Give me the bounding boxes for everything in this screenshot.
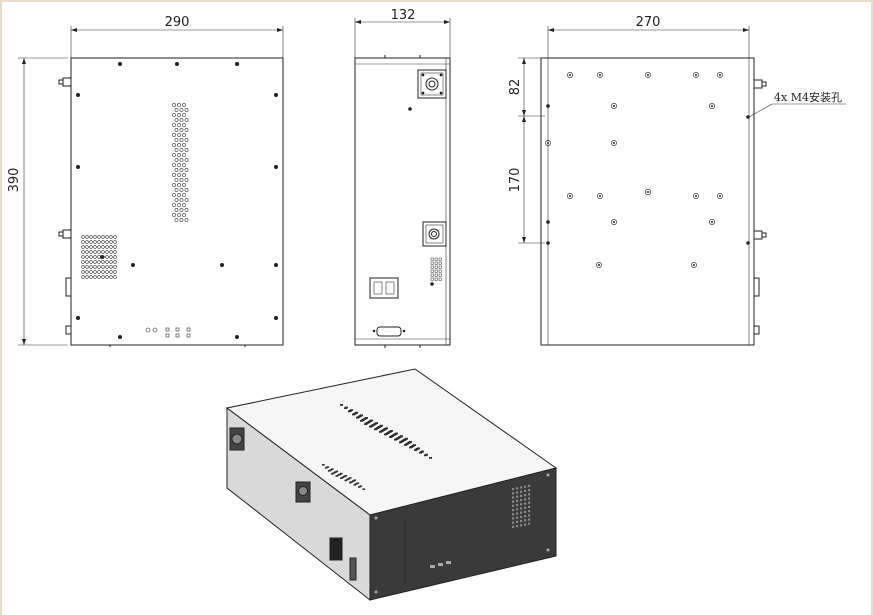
dim-82-label: 82 — [508, 79, 523, 96]
bottom-width-label: 270 — [636, 15, 661, 30]
isometric-view — [225, 368, 558, 602]
mount-hole-note: 4x M4安装孔 — [774, 90, 842, 104]
iso-front-fan — [512, 484, 531, 528]
front-fan-grille — [81, 235, 117, 279]
dim-170-label: 170 — [508, 168, 523, 193]
front-width-label: 290 — [165, 15, 190, 30]
iso-top-vent — [322, 404, 432, 490]
bottom-mount-holes — [545, 72, 750, 268]
front-vent-grille — [172, 103, 189, 222]
side-vent-grille — [430, 257, 442, 281]
front-height-label: 390 — [7, 168, 22, 193]
bottom-view: 270 82 170 4x M4安装孔 — [508, 15, 846, 346]
side-width-label: 132 — [391, 8, 416, 23]
side-view: 132 — [354, 8, 451, 348]
front-view: 290 390 — [7, 15, 284, 347]
